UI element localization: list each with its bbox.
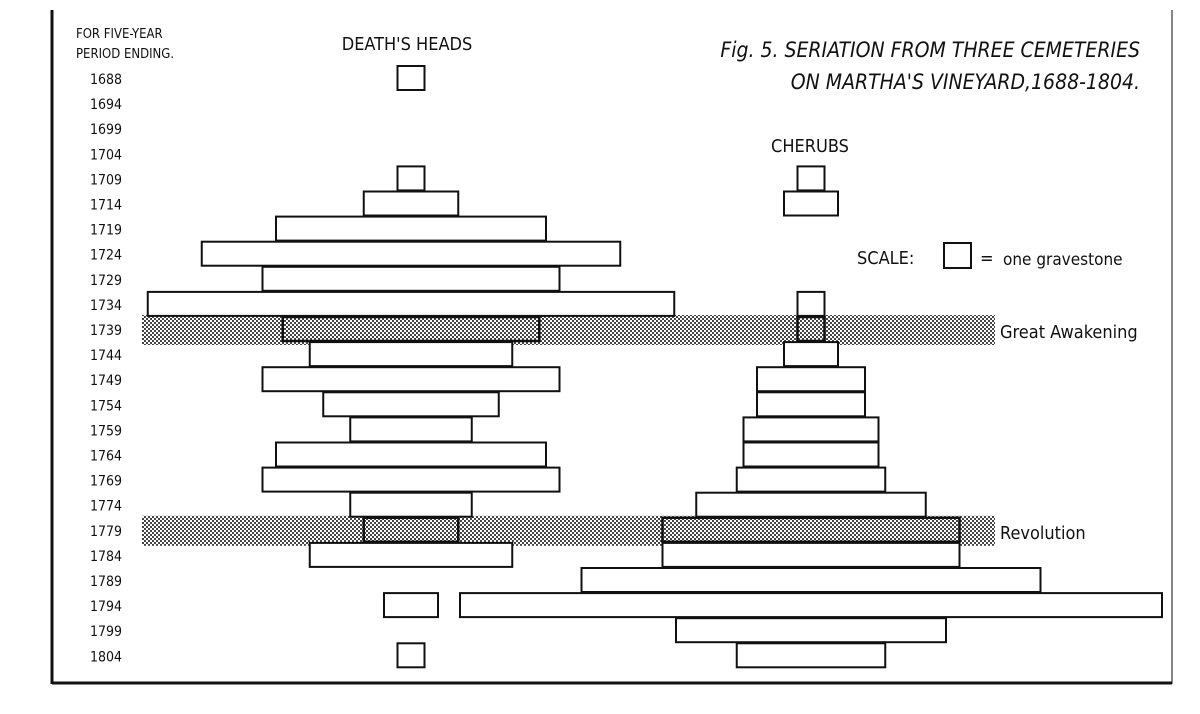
y-tick-label: 1719	[90, 223, 122, 239]
y-tick-label: 1744	[90, 348, 122, 364]
y-tick-label: 1734	[90, 298, 122, 314]
deaths-heads-bar	[261, 265, 561, 292]
scale-text: one gravestone	[1003, 250, 1123, 270]
cherubs-bar	[675, 617, 947, 644]
y-tick-label: 1688	[90, 72, 122, 88]
y-tick-label: 1754	[90, 398, 122, 414]
chart-title-line1: Fig. 5. SERIATION FROM THREE CEMETERIES	[720, 38, 1140, 62]
cherubs-bar	[742, 416, 880, 443]
cherubs-bar	[783, 341, 839, 368]
y-tick-label: 1694	[90, 97, 122, 113]
y-tick-label: 1714	[90, 198, 122, 214]
event-band	[142, 315, 995, 345]
y-tick-label: 1749	[90, 373, 122, 389]
cherubs-bar	[580, 567, 1042, 593]
cherubs-bar	[742, 441, 880, 468]
deaths-heads-bar	[308, 341, 514, 368]
y-axis-label-line1: FOR FIVE-YEAR	[76, 27, 163, 42]
scale-legend: SCALE: = one gravestone	[857, 242, 1123, 270]
deaths-heads-bar	[383, 592, 439, 619]
deaths-heads-bar	[396, 165, 426, 192]
scale-gravestone-box	[943, 242, 972, 269]
figure-frame	[50, 10, 1173, 685]
series-label-deaths-heads: DEATH'S HEADS	[342, 34, 473, 55]
cherubs-bar	[661, 541, 961, 568]
scale-equals: =	[980, 248, 994, 269]
y-tick-label: 1704	[90, 147, 122, 163]
deaths-heads-bar	[349, 491, 473, 518]
deaths-heads-bar	[275, 215, 547, 242]
y-tick-label: 1789	[90, 574, 122, 590]
deaths-heads-bar	[281, 315, 541, 343]
y-tick-label: 1774	[90, 499, 122, 515]
y-tick-label: 1799	[90, 624, 122, 640]
deaths-heads-bar	[396, 642, 426, 669]
y-tick-label: 1764	[90, 449, 122, 465]
deaths-heads-bar	[308, 541, 514, 568]
y-tick-label: 1784	[90, 549, 122, 565]
y-tick-label: 1729	[90, 273, 122, 289]
y-tick-label: 1739	[90, 323, 122, 339]
cherubs-bar	[459, 592, 1163, 619]
deaths-heads-bar	[261, 466, 561, 493]
deaths-heads-bar	[322, 391, 500, 418]
y-tick-label: 1759	[90, 423, 122, 439]
cherubs-bar	[756, 391, 866, 418]
deaths-heads-bar	[362, 516, 460, 544]
deaths-heads-bar	[200, 240, 622, 267]
cherubs-bar	[695, 491, 927, 518]
y-tick-label: 1794	[90, 599, 122, 615]
cherubs-bar	[735, 466, 887, 493]
y-tick-label: 1779	[90, 524, 122, 540]
cherubs-bar	[796, 290, 826, 317]
cherubs-bar	[796, 315, 826, 343]
y-tick-label: 1709	[90, 172, 122, 188]
cherubs-bar	[796, 165, 826, 192]
series-label-cherubs: CHERUBS	[771, 136, 849, 157]
cherubs-bar	[661, 516, 961, 544]
event-label: Great Awakening	[1000, 322, 1138, 343]
cherubs-bar	[735, 642, 887, 669]
chart-title-line2: ON MARTHA'S VINEYARD,1688-1804.	[791, 70, 1140, 94]
event-label: Revolution	[1000, 523, 1086, 544]
y-tick-label: 1769	[90, 474, 122, 490]
cherubs-bar	[783, 190, 839, 217]
deaths-heads-bar	[146, 290, 676, 317]
cherubs-bar	[756, 366, 866, 393]
deaths-heads-bar	[349, 416, 473, 443]
scale-label: SCALE:	[857, 248, 914, 269]
y-tick-label: 1804	[90, 649, 122, 665]
deaths-heads-bar	[275, 441, 547, 468]
y-tick-label: 1699	[90, 122, 122, 138]
deaths-heads-bar	[261, 366, 561, 393]
deaths-heads-bar	[362, 190, 460, 217]
y-tick-label: 1724	[90, 248, 122, 264]
y-axis-label-line2: PERIOD ENDING.	[76, 47, 174, 62]
deaths-heads-bar	[396, 65, 426, 91]
